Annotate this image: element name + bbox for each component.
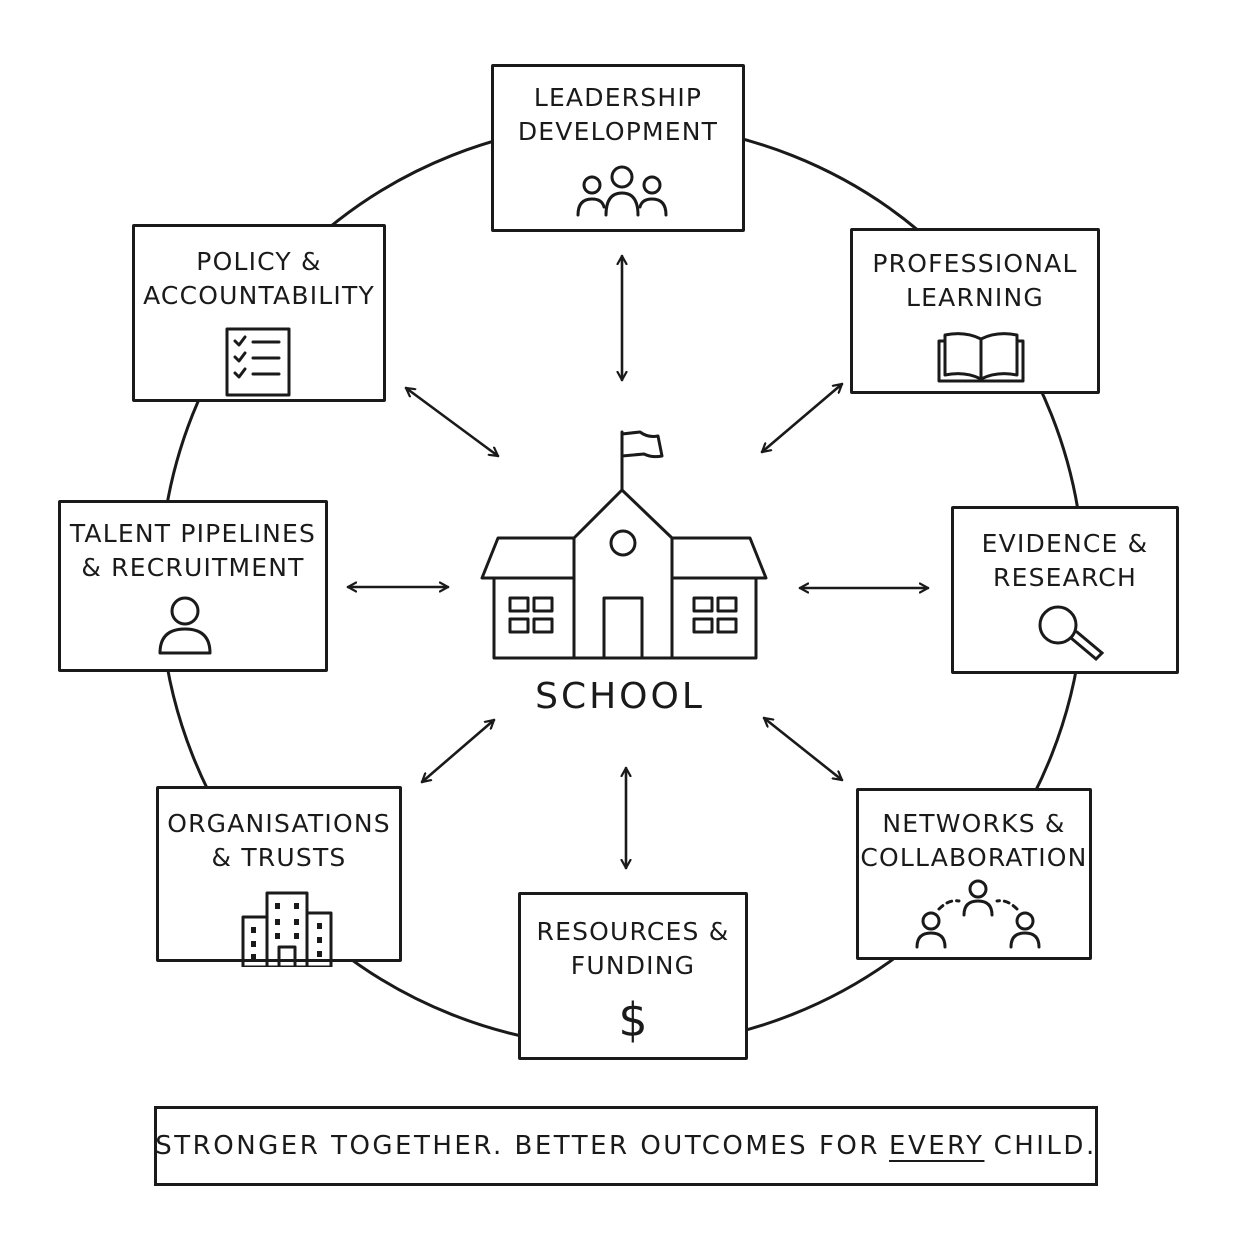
node-resources-line1: RESOURCES &	[536, 917, 730, 946]
node-networks-line2: COLLABORATION	[860, 843, 1088, 872]
arrow-networks	[762, 716, 844, 782]
checklist-icon	[225, 327, 291, 397]
node-organisations-line1: ORGANISATIONS	[167, 809, 391, 838]
node-leadership-development: LEADERSHIP DEVELOPMENT	[491, 64, 745, 232]
node-policy-line1: POLICY &	[196, 247, 322, 276]
node-professional-line2: LEARNING	[906, 283, 1044, 312]
dollar-icon: $	[618, 993, 648, 1047]
node-leadership-line2: DEVELOPMENT	[517, 117, 719, 146]
node-resources-line2: FUNDING	[570, 951, 696, 980]
node-professional-learning: PROFESSIONAL LEARNING	[850, 228, 1100, 394]
slogan-emphasis: EVERY	[889, 1131, 985, 1161]
node-policy-accountability: POLICY & ACCOUNTABILITY	[132, 224, 386, 402]
node-leadership-line1: LEADERSHIP	[533, 83, 703, 112]
node-talent-line1: TALENT PIPELINES	[69, 519, 317, 548]
node-organisations-trusts: ORGANISATIONS & TRUSTS	[156, 786, 402, 967]
node-evidence-research: EVIDENCE & RESEARCH	[951, 506, 1179, 674]
node-organisations-line2: & TRUSTS	[211, 843, 347, 872]
node-policy-line2: ACCOUNTABILITY	[143, 281, 375, 310]
node-evidence-line1: EVIDENCE &	[981, 529, 1149, 558]
node-resources-funding: RESOURCES & FUNDING $	[518, 892, 748, 1060]
node-networks-collaboration: NETWORKS & COLLABORATION	[856, 788, 1092, 960]
person-icon	[158, 596, 212, 655]
slogan-before: STRONGER TOGETHER. BETTER OUTCOMES FOR	[155, 1131, 880, 1161]
arrow-policy	[404, 386, 500, 458]
office-building-icon	[241, 891, 333, 967]
slogan-after: CHILD.	[993, 1131, 1097, 1161]
magnifying-glass-icon	[1038, 605, 1105, 662]
network-people-icon	[915, 879, 1041, 949]
node-networks-line1: NETWORKS &	[882, 809, 1066, 838]
node-evidence-line2: RESEARCH	[993, 563, 1137, 592]
node-talent-line2: & RECRUITMENT	[81, 553, 305, 582]
arrow-professional	[760, 382, 844, 454]
arrow-organisations	[420, 718, 496, 784]
center-label: SCHOOL	[535, 676, 705, 717]
school-building-icon	[480, 430, 768, 660]
people-group-icon	[576, 165, 668, 217]
node-talent-recruitment: TALENT PIPELINES & RECRUITMENT	[58, 500, 328, 672]
node-professional-line1: PROFESSIONAL	[872, 249, 1078, 278]
open-book-icon	[937, 332, 1025, 383]
slogan-banner: STRONGER TOGETHER. BETTER OUTCOMES FOR E…	[154, 1106, 1098, 1186]
